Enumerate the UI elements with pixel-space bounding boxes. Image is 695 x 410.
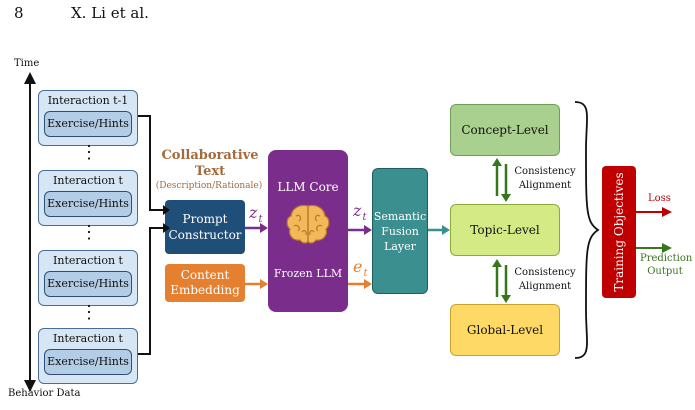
global-level-box: Global-Level bbox=[450, 304, 560, 356]
semantic-fusion-layer-box: Semantic Fusion Layer bbox=[372, 168, 428, 294]
z-symbol-llm: zt bbox=[352, 201, 367, 223]
fusion-line3: Layer bbox=[384, 239, 416, 253]
collab-title-line2: Text bbox=[194, 164, 226, 179]
time-arrow-down-icon bbox=[24, 380, 36, 392]
interaction-title: Interaction t bbox=[53, 174, 123, 187]
interaction-title: Interaction t bbox=[53, 332, 123, 345]
e-symbol-llm: et bbox=[353, 257, 368, 279]
loss-label: Loss bbox=[648, 193, 671, 204]
arrowhead-icon bbox=[492, 259, 502, 267]
time-label: Time bbox=[14, 58, 40, 69]
arrowhead-icon bbox=[501, 295, 511, 303]
consistency-line2: Alignment bbox=[518, 180, 572, 191]
interaction-title: Interaction t bbox=[53, 254, 123, 267]
arrowhead-icon bbox=[260, 279, 268, 289]
concept-level-box: Concept-Level bbox=[450, 104, 560, 156]
content-line1: Content bbox=[180, 268, 230, 282]
arrowhead-icon bbox=[163, 223, 170, 233]
interaction-box: Interaction t Exercise/Hints bbox=[38, 250, 138, 306]
collaborative-text-title: Collaborative Text bbox=[160, 148, 260, 180]
fusion-line2: Fusion bbox=[381, 224, 419, 238]
behavior-data-label: Behavior Data bbox=[8, 388, 81, 399]
exercise-hints-box: Exercise/Hints bbox=[44, 111, 132, 137]
consistency-line1: Consistency bbox=[514, 166, 576, 177]
time-arrow-up-icon bbox=[24, 72, 36, 84]
arrowhead-icon bbox=[501, 194, 511, 202]
consistency-alignment-lower: Consistency Alignment bbox=[510, 266, 580, 294]
arrowhead-icon bbox=[260, 223, 268, 233]
consistency-alignment-upper: Consistency Alignment bbox=[510, 165, 580, 193]
arrowhead-icon bbox=[662, 207, 672, 217]
interaction-box: Interaction t Exercise/Hints bbox=[38, 328, 138, 384]
arrowhead-icon bbox=[364, 225, 372, 235]
arrowhead-icon bbox=[163, 205, 170, 215]
arrowhead-icon bbox=[442, 225, 450, 235]
z-symbol-prompt: zt bbox=[248, 203, 263, 225]
interaction-title: Interaction t-1 bbox=[47, 94, 129, 107]
collaborative-text-subtitle: (Description/Rationale) bbox=[155, 181, 263, 191]
time-axis-line bbox=[29, 82, 31, 382]
connector-line bbox=[138, 115, 163, 211]
prediction-output-label: Prediction Output bbox=[640, 252, 693, 278]
curly-brace bbox=[574, 101, 600, 359]
exercise-hints-box: Exercise/Hints bbox=[44, 271, 132, 297]
llm-core-box: LLM Core Frozen LLM bbox=[268, 150, 348, 312]
prompt-line1: Prompt bbox=[182, 212, 228, 226]
running-head-authors: X. Li et al. bbox=[71, 4, 149, 22]
topic-level-box: Topic-Level bbox=[450, 204, 560, 256]
connector-line bbox=[138, 227, 163, 355]
exercise-hints-box: Exercise/Hints bbox=[44, 349, 132, 375]
arrowhead-icon bbox=[492, 158, 502, 166]
fusion-line1: Semantic bbox=[373, 209, 427, 223]
brain-icon bbox=[286, 204, 330, 244]
prediction-line1: Prediction bbox=[640, 253, 693, 264]
llm-core-label: LLM Core bbox=[277, 180, 339, 194]
content-embedding-box: Content Embedding bbox=[165, 264, 245, 302]
interaction-box: Interaction t-1 Exercise/Hints bbox=[38, 90, 138, 146]
prediction-line2: Output bbox=[647, 266, 683, 277]
arrowhead-icon bbox=[364, 279, 372, 289]
consistency-line1: Consistency bbox=[514, 267, 576, 278]
arrowhead-icon bbox=[662, 243, 672, 253]
frozen-llm-label: Frozen LLM bbox=[273, 267, 343, 280]
content-line2: Embedding bbox=[170, 283, 240, 297]
collab-title-line1: Collaborative bbox=[161, 148, 259, 163]
page-number: 8 bbox=[14, 4, 24, 22]
exercise-hints-box: Exercise/Hints bbox=[44, 191, 132, 217]
training-objectives-box: Training Objectives bbox=[602, 166, 636, 298]
prompt-constructor-box: Prompt Constructor bbox=[165, 200, 245, 254]
interaction-box: Interaction t Exercise/Hints bbox=[38, 170, 138, 226]
prompt-line2: Constructor bbox=[168, 228, 242, 242]
consistency-line2: Alignment bbox=[518, 281, 572, 292]
